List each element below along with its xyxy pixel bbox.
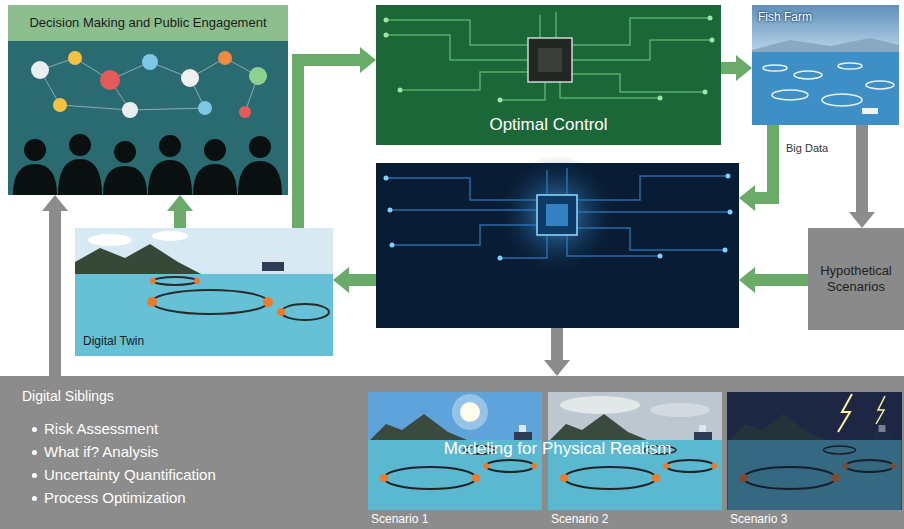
circuit-board-blue: [376, 155, 739, 328]
band-panel: Digital SiblingsRisk AssessmentWhat if? …: [0, 376, 904, 529]
node-title: Digital Twin: [83, 334, 203, 348]
band-ground: [0, 376, 904, 529]
node-title: Optimal Control: [376, 115, 721, 135]
bullet-dot: [32, 473, 37, 478]
arrow-head: [849, 212, 875, 228]
fish-farm-photo: [752, 5, 899, 125]
arrow-head: [42, 195, 68, 211]
bullet-item: What if? Analysis: [44, 443, 344, 461]
node-title: Hypothetical Scenarios: [812, 228, 900, 330]
arrow-shaft: [49, 210, 61, 376]
node-title: Digital Siblings: [22, 388, 322, 405]
arrow-shaft: [348, 274, 376, 286]
arrow-head: [739, 185, 755, 211]
arrow-head: [739, 267, 755, 293]
scenario-image: [727, 392, 902, 510]
arrow-shaft: [754, 274, 808, 286]
node-title: Scenario 1: [371, 512, 531, 526]
arrow-shaft: [721, 62, 737, 74]
flow-arrow: [739, 125, 773, 211]
arrow-head: [736, 55, 752, 81]
panel-box: Decision Making and Public Engagement: [8, 5, 288, 195]
arrow-shaft: [754, 125, 773, 198]
flow-arrow: [167, 195, 193, 228]
panel-box: Optimal Control: [376, 5, 721, 145]
flow-arrow: [333, 267, 376, 293]
decision-panel-art: [8, 5, 288, 195]
scenario-panel: Scenario 1: [368, 392, 542, 528]
panel-box: Digital Twin: [75, 228, 333, 356]
digital-twin-scene: [75, 228, 333, 356]
flow-arrow: [544, 328, 570, 376]
flow-arrow: [42, 195, 68, 376]
panel-box: Modeling for Physical Realism: [376, 163, 739, 328]
process-box: Hypothetical Scenarios: [808, 228, 904, 330]
people-silhouettes: [13, 134, 282, 195]
header-band: [8, 5, 288, 41]
circuit-board-green: [376, 5, 721, 145]
arrow-head: [544, 360, 570, 376]
scenario-box-ground: [808, 228, 904, 330]
node-title: Scenario 3: [730, 512, 890, 526]
node-title: Fish Farm: [758, 10, 888, 24]
bullet-item: Process Optimization: [44, 489, 344, 507]
scenario-panel: Scenario 2: [548, 392, 722, 528]
panel-ground: [8, 41, 288, 195]
arrow-head: [360, 47, 376, 73]
flow-arrow: [849, 125, 875, 228]
icon-dots: [31, 51, 267, 118]
panel-box: Fish Farm: [752, 5, 899, 125]
bullet-dot: [32, 450, 37, 455]
arrow-shaft: [298, 60, 361, 228]
flow-label: Big Data: [786, 142, 828, 155]
arrow-shaft: [551, 328, 563, 361]
scenario-panel: Scenario 3: [727, 392, 902, 528]
flow-arrow: [721, 55, 752, 81]
node-title: Scenario 2: [551, 512, 711, 526]
flow-arrow: [739, 267, 808, 293]
arrow-shaft: [856, 125, 868, 213]
bullet-dot: [32, 496, 37, 501]
arrow-head: [333, 267, 349, 293]
bullet-item: Risk Assessment: [44, 420, 344, 438]
arrow-head: [167, 195, 193, 211]
bullet-item: Uncertainty Quantification: [44, 466, 344, 484]
node-title: Decision Making and Public Engagement: [8, 5, 288, 41]
node-title: Modeling for Physical Realism: [376, 439, 739, 459]
bullet-dot: [32, 427, 37, 432]
arrow-shaft: [174, 210, 186, 228]
flow-arrow: [298, 47, 376, 228]
